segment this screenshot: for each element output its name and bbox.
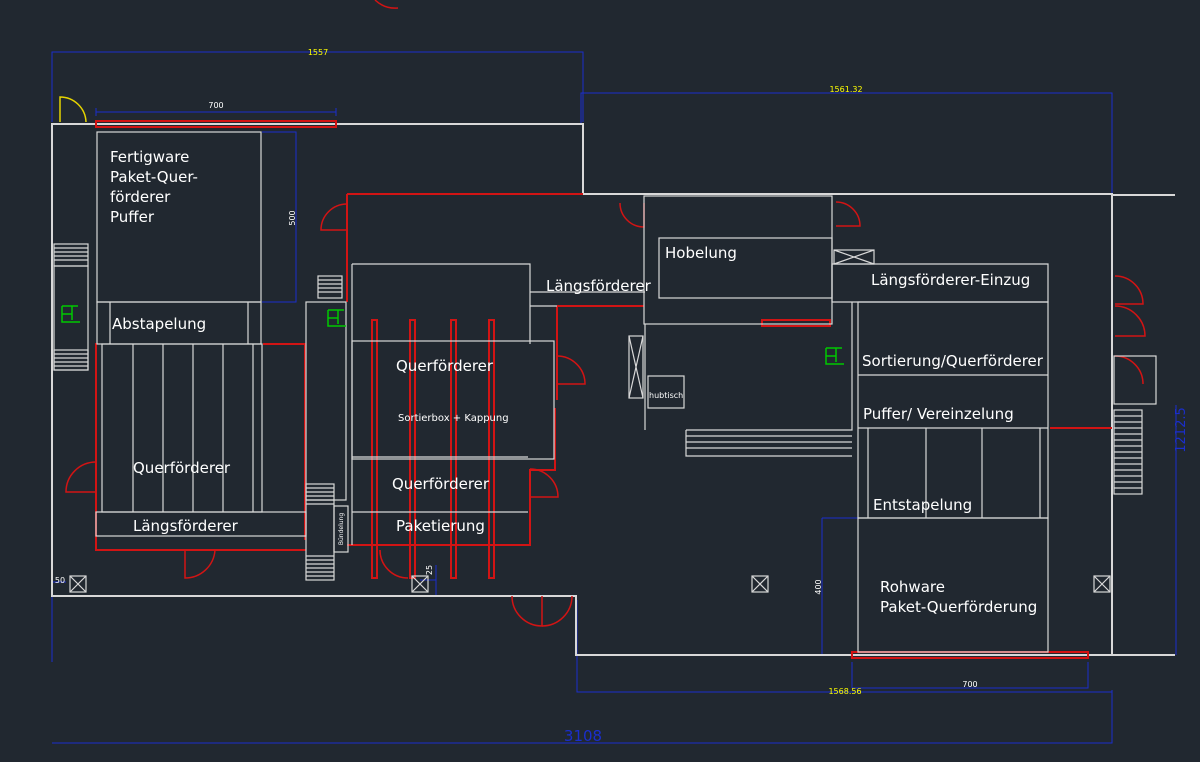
label-hobelung: Hobelung: [665, 244, 737, 262]
label-sortierbox: Sortierbox + Kappung: [398, 413, 509, 424]
red-walls: [95, 193, 1112, 551]
dim-right-vertical: 1212.5: [1174, 407, 1189, 453]
label-entstapelung: Entstapelung: [873, 496, 972, 514]
label-abstapelung: Abstapelung: [112, 315, 206, 333]
dim-50: 50: [55, 576, 65, 585]
dimension-lines: [51, 51, 1177, 744]
label-fertigware: Fertigware: [110, 148, 189, 166]
label-puffer: Puffer: [110, 208, 155, 226]
label-querfoerderer-mid-bottom: Querförderer: [392, 475, 490, 493]
equipment-outlines: [53, 131, 1157, 653]
door-swing-yellow: [59, 96, 87, 123]
label-foerderer: förderer: [110, 188, 171, 206]
label-laengsfoerderer-mid: Längsförderer: [546, 277, 652, 295]
label-paketierung: Paketierung: [396, 517, 485, 535]
outer-walls: [51, 123, 1175, 656]
label-buendelung: Bündelung: [338, 513, 345, 545]
dim-vertical-500: 500: [288, 210, 297, 225]
door-swings: [65, 0, 1146, 627]
dim-bottom-right: 1568.56: [828, 687, 861, 696]
operator-icons: [61, 305, 844, 365]
dim-top-right: 1561.32: [829, 85, 862, 94]
dim-door-bottom: 700: [962, 680, 977, 689]
dim-400: 400: [814, 579, 823, 594]
label-hubtisch: hubtisch: [649, 391, 683, 400]
door-top: [95, 120, 337, 128]
dim-door-top: 700: [208, 101, 223, 110]
label-laengsfoerderer-einzug: Längsförderer-Einzug: [871, 271, 1030, 289]
label-sortierung: Sortierung/Querförderer: [862, 352, 1044, 370]
label-laengsfoerderer-left: Längsförderer: [133, 517, 239, 535]
door-hobelung: [761, 319, 831, 327]
label-rohware-paket: Paket-Querförderung: [880, 598, 1037, 616]
label-querfoerderer-mid-top: Querförderer: [396, 357, 494, 375]
label-rohware: Rohware: [880, 578, 945, 596]
label-querfoerderer-left: Querförderer: [133, 459, 231, 477]
dim-25: 25: [425, 565, 434, 575]
label-puffer-vereinzelung: Puffer/ Vereinzelung: [863, 405, 1014, 423]
dim-top-left: 1557: [308, 48, 328, 57]
label-paket-quer: Paket-Quer-: [110, 168, 198, 186]
dim-total: 3108: [564, 727, 602, 745]
